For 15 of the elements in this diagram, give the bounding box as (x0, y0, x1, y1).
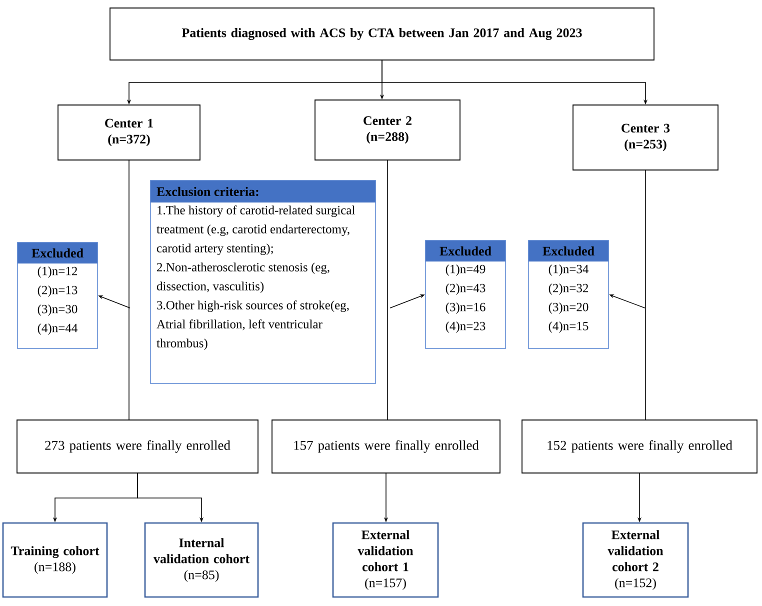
excluded-box: Excluded (1)n=49 (2)n=43 (3)n=16 (4)n=23 (425, 240, 506, 349)
center-box: Center 3 (n=253) (572, 104, 718, 170)
criteria-box: Exclusion criteria: 1.The history of carotid-related surgical treatment (e.g, carotid endarterectomy, carotid artery stenting); 2.Non-atherosclerotic stenosis (eg, dissection, vasculitis) 3.Other high-risk sources of stroke(eg, Atrial fibrillation, left ventricular thrombus) (150, 180, 376, 384)
center-box: Center 2 (n=288) (314, 100, 460, 160)
cohort-box: Internal validation cohort (n=85) (144, 522, 259, 598)
enrolled-box: 152 patients were finally enrolled (522, 420, 758, 474)
excluded-box: Excluded (1)n=34 (2)n=32 (3)n=20 (4)n=15 (528, 240, 609, 349)
center-box: Center 1 (n=372) (58, 104, 200, 160)
enrolled-box: 157 patients were finally enrolled (272, 420, 500, 474)
cohort-box: External validation cohort 2 (n=152) (582, 522, 689, 598)
excluded-box: Excluded (1)n=12 (2)n=13 (3)n=30 (4)n=44 (17, 242, 98, 349)
enrolled-box: 273 patients were finally enrolled (16, 420, 258, 474)
cohort-box: Training cohort (n=188) (2, 522, 108, 598)
cohort-box: External validation cohort 1 (n=157) (332, 522, 439, 598)
title-box: Patients diagnosed with ACS by CTA between Jan 2017 and Aug 2023 (110, 8, 654, 60)
